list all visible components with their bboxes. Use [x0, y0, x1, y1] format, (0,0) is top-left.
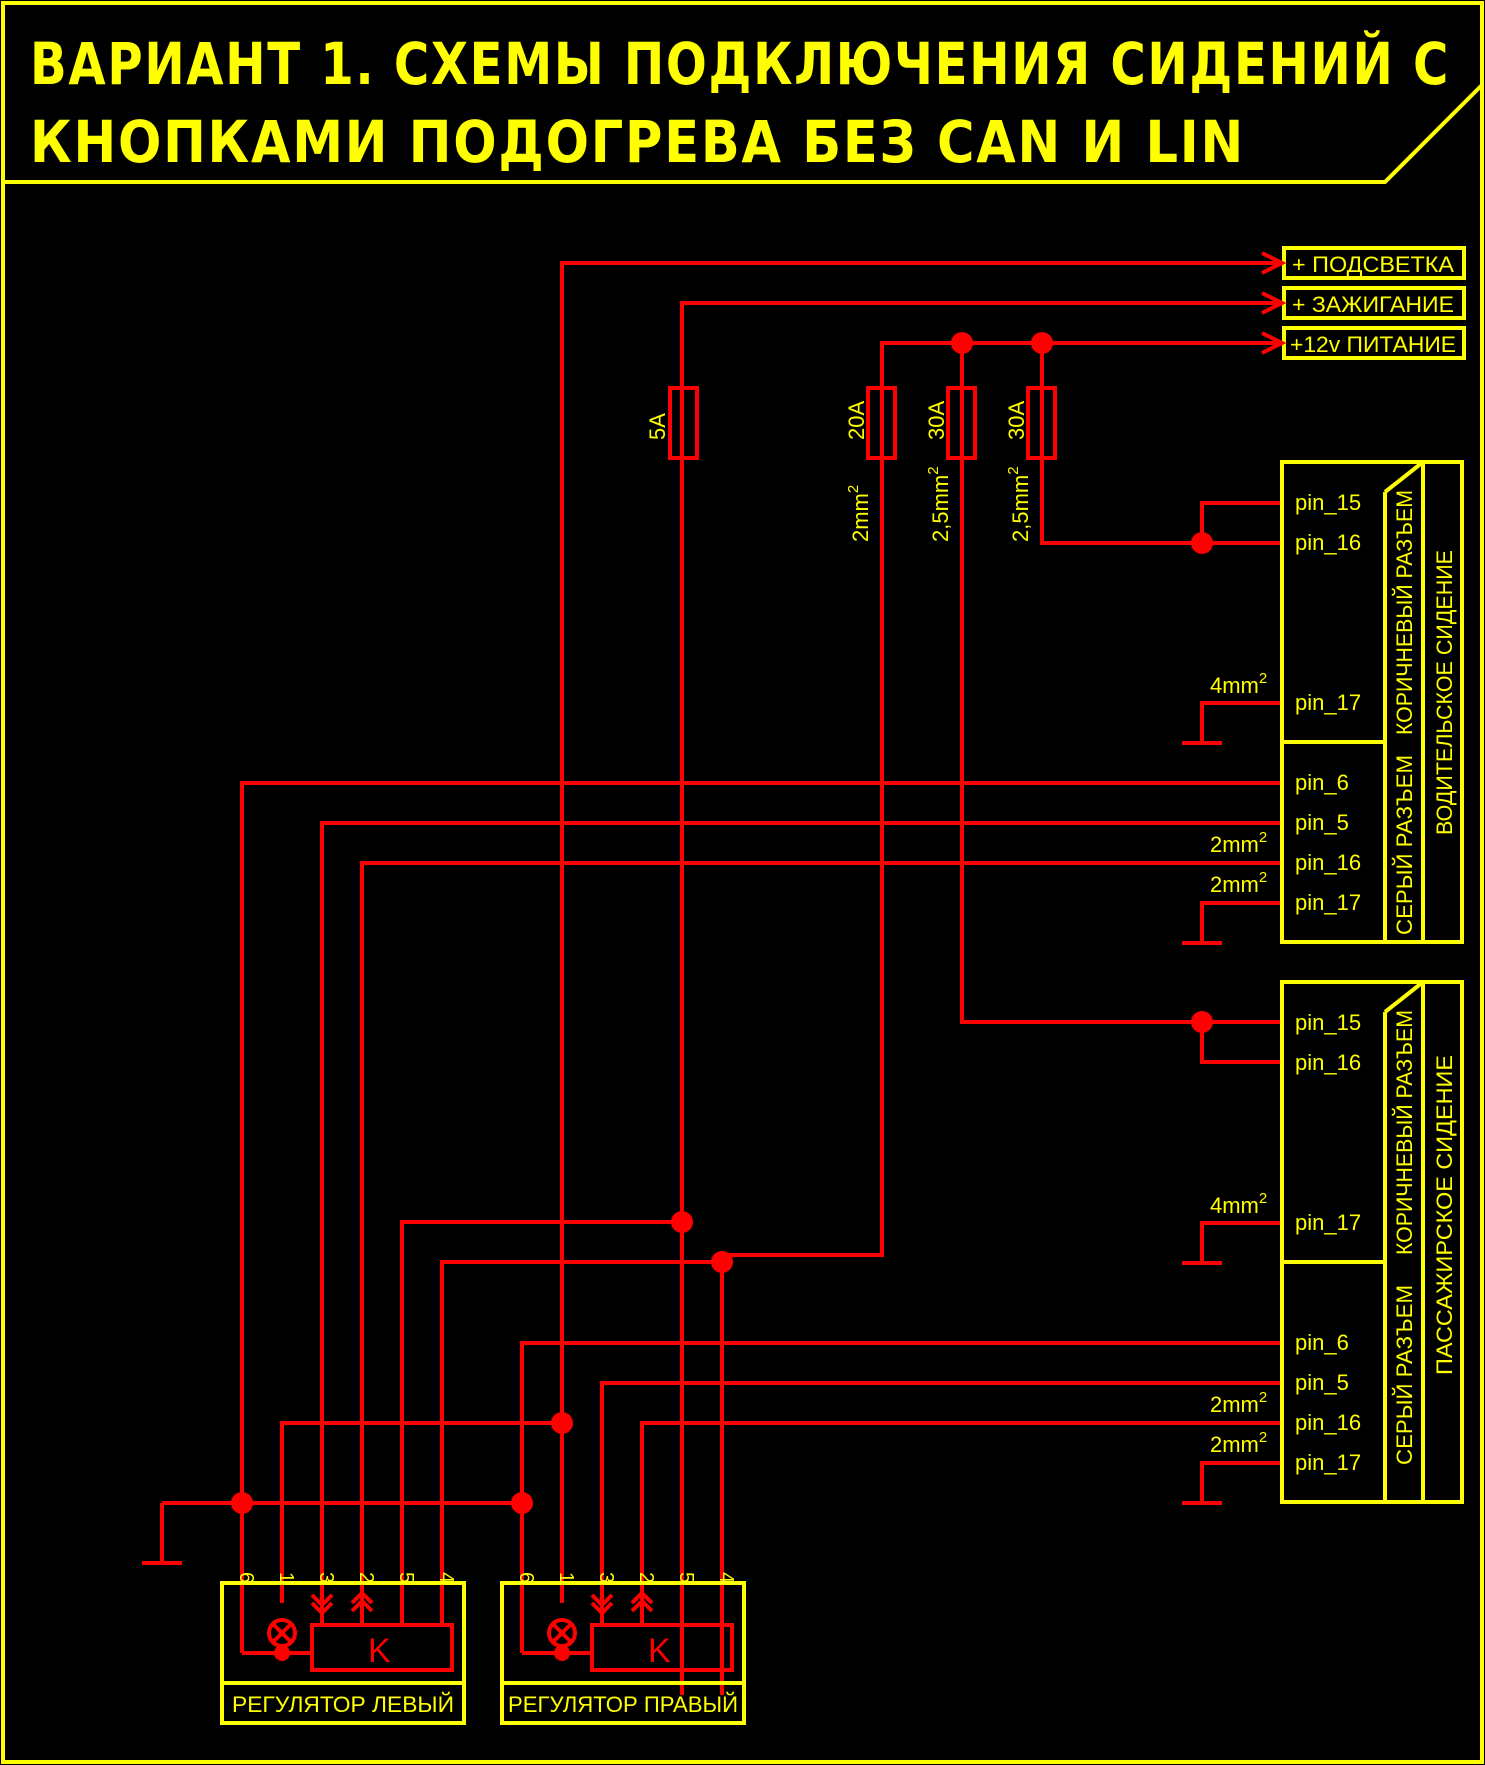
driver-seat-block: pin_15 pin_16 pin_17 4mm2 pin_6 pin_5 pi… [1210, 460, 1464, 944]
regulator-right: РЕГУЛЯТОР ПРАВЫЙ 6 1 3 2 5 4 K [500, 1572, 746, 1725]
svg-text:30A: 30A [924, 401, 949, 440]
svg-text:4: 4 [435, 1572, 457, 1583]
title-line-2: КНОПКАМИ ПОДОГРЕВА БЕЗ CAN И LIN [30, 108, 1245, 176]
regulator-left: РЕГУЛЯТОР ЛЕВЫЙ 6 1 3 2 5 4 K [220, 1572, 466, 1725]
svg-text:+12v ПИТАНИЕ: +12v ПИТАНИЕ [1290, 332, 1456, 357]
terminal-podsvetka: + ПОДСВЕТКА [1282, 246, 1466, 280]
pin-label: pin_15 [1295, 490, 1361, 515]
pin-label: pin_17 [1295, 690, 1361, 715]
svg-text:2,5mm2: 2,5mm2 [1005, 466, 1033, 542]
title-line-1: ВАРИАНТ 1. СХЕМЫ ПОДКЛЮЧЕНИЯ СИДЕНИЙ С [30, 29, 1450, 98]
passenger-seat-block: pin_15 pin_16 pin_17 4mm2 pin_6 pin_5 pi… [1210, 980, 1464, 1504]
pin-label: pin_16 [1295, 530, 1361, 555]
svg-text:1: 1 [275, 1572, 297, 1583]
wires [142, 261, 1282, 1695]
connector-label: КОРИЧНЕВЫЙ РАЗЪЕМ [1392, 490, 1417, 735]
svg-text:1: 1 [555, 1572, 577, 1583]
svg-text:РЕГУЛЯТОР ЛЕВЫЙ: РЕГУЛЯТОР ЛЕВЫЙ [232, 1692, 454, 1717]
pin-numbers: 6 1 3 2 5 4 [515, 1572, 737, 1583]
fuse-30a-2: 30A 2,5mm2 [1004, 386, 1057, 542]
wire-gauge: 2mm2 [1210, 869, 1267, 897]
terminal-12v-pitanie: +12v ПИТАНИЕ [1282, 326, 1466, 360]
wire-gauge: 2mm2 [1210, 1389, 1267, 1417]
pin-label: pin_6 [1295, 770, 1349, 795]
svg-text:РЕГУЛЯТОР ПРАВЫЙ: РЕГУЛЯТОР ПРАВЫЙ [508, 1692, 738, 1717]
connector-label: КОРИЧНЕВЫЙ РАЗЪЕМ [1392, 1010, 1417, 1255]
svg-text:+ ЗАЖИГАНИЕ: + ЗАЖИГАНИЕ [1292, 292, 1454, 317]
fuse-30a-1: 30A 2,5mm2 [924, 386, 977, 542]
pin-label: pin_5 [1295, 1370, 1349, 1395]
svg-text:3: 3 [315, 1572, 337, 1583]
wire-gauge: 4mm2 [1210, 670, 1267, 698]
wire-gauge: 2mm2 [1210, 1429, 1267, 1457]
terminal-zazhiganie: + ЗАЖИГАНИЕ [1282, 286, 1466, 320]
pin-label: pin_16 [1295, 1050, 1361, 1075]
pin-label: pin_17 [1295, 1210, 1361, 1235]
seat-label: ПАССАЖИРСКОЕ СИДЕНИЕ [1432, 1055, 1457, 1375]
fuse-5a: 5A [645, 386, 699, 460]
wire-gauge: 4mm2 [1210, 1190, 1267, 1218]
svg-text:30A: 30A [1004, 401, 1029, 440]
wire-gauge: 2mm2 [1210, 829, 1267, 857]
pin-label: pin_17 [1295, 1450, 1361, 1475]
svg-text:4: 4 [715, 1572, 737, 1583]
svg-text:2: 2 [635, 1572, 657, 1583]
svg-text:5A: 5A [645, 413, 670, 440]
title-frame [3, 83, 1484, 184]
svg-text:2: 2 [355, 1572, 377, 1583]
pin-label: pin_6 [1295, 1330, 1349, 1355]
svg-text:+ ПОДСВЕТКА: + ПОДСВЕТКА [1292, 252, 1454, 277]
junction-dots [231, 332, 1213, 1514]
lamp-icon [547, 1618, 577, 1648]
pin-label: pin_16 [1295, 1410, 1361, 1435]
pin-label: pin_15 [1295, 1010, 1361, 1035]
svg-text:6: 6 [515, 1572, 537, 1583]
pin-numbers: 6 1 3 2 5 4 [235, 1572, 457, 1583]
svg-text:5: 5 [675, 1572, 697, 1583]
pin-label: pin_5 [1295, 810, 1349, 835]
svg-text:20A: 20A [844, 401, 869, 440]
svg-text:2mm2: 2mm2 [845, 485, 873, 542]
lamp-icon [267, 1618, 297, 1648]
fuse-20a: 20A 2mm2 [844, 386, 897, 542]
svg-text:2,5mm2: 2,5mm2 [925, 466, 953, 542]
pin-label: pin_16 [1295, 850, 1361, 875]
svg-text:5: 5 [395, 1572, 417, 1583]
svg-text:K: K [368, 1632, 391, 1670]
svg-text:K: K [648, 1632, 671, 1670]
svg-text:3: 3 [595, 1572, 617, 1583]
connector-label: СЕРЫЙ РАЗЪЕМ [1392, 1285, 1417, 1465]
seat-label: ВОДИТЕЛЬСКОЕ СИДЕНИЕ [1432, 550, 1457, 835]
pin-label: pin_17 [1295, 890, 1361, 915]
svg-text:6: 6 [235, 1572, 257, 1583]
connector-label: СЕРЫЙ РАЗЪЕМ [1392, 755, 1417, 935]
